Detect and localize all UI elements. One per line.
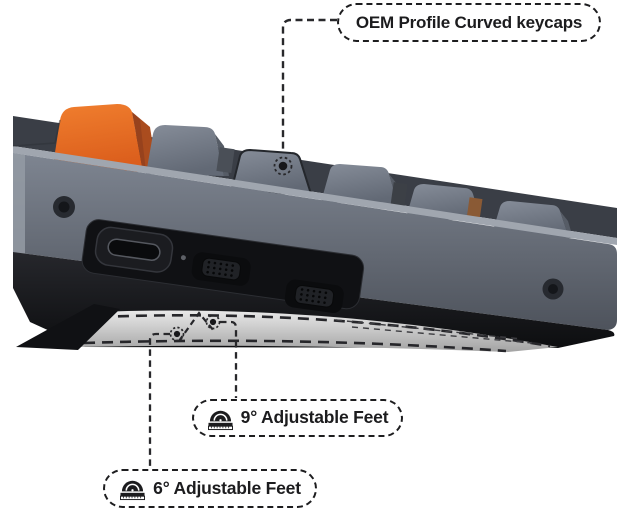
keyboard-underside [78, 310, 558, 353]
callout-keycaps-label: OEM Profile Curved keycaps [355, 13, 583, 32]
protractor-ruler-icon [207, 410, 233, 430]
target-marker-feet-6deg [169, 326, 185, 342]
callout-feet-6deg-label: 6° Adjustable Feet [153, 477, 301, 498]
leader-feet-6deg [148, 326, 185, 468]
leader-feet-9deg [205, 314, 238, 398]
toggle-switch-2 [284, 279, 344, 313]
protractor-ruler-icon [120, 480, 146, 501]
callout-feet-9deg-label: 9° Adjustable Feet [240, 407, 389, 428]
switch-housing [466, 197, 483, 221]
target-marker-keycaps [273, 156, 293, 176]
callout-keycaps: OEM Profile Curved keycaps [337, 3, 601, 42]
leader-lines [148, 18, 337, 468]
toggle-switch-1 [191, 252, 251, 286]
screw-left [53, 196, 75, 218]
leader-keycaps [273, 18, 337, 176]
callout-feet-6deg: 6° Adjustable Feet [103, 469, 317, 508]
callout-feet-9deg: 9° Adjustable Feet [192, 399, 403, 437]
side-port-panel [81, 219, 365, 313]
target-marker-feet-9deg [205, 314, 221, 330]
usb-c-port [94, 226, 174, 273]
status-led [180, 255, 186, 261]
switch-housing [390, 182, 408, 208]
kickstand-foot [16, 304, 120, 350]
switch-housing [216, 147, 235, 173]
keyboard-case [12, 119, 617, 330]
screw-right [542, 278, 564, 300]
